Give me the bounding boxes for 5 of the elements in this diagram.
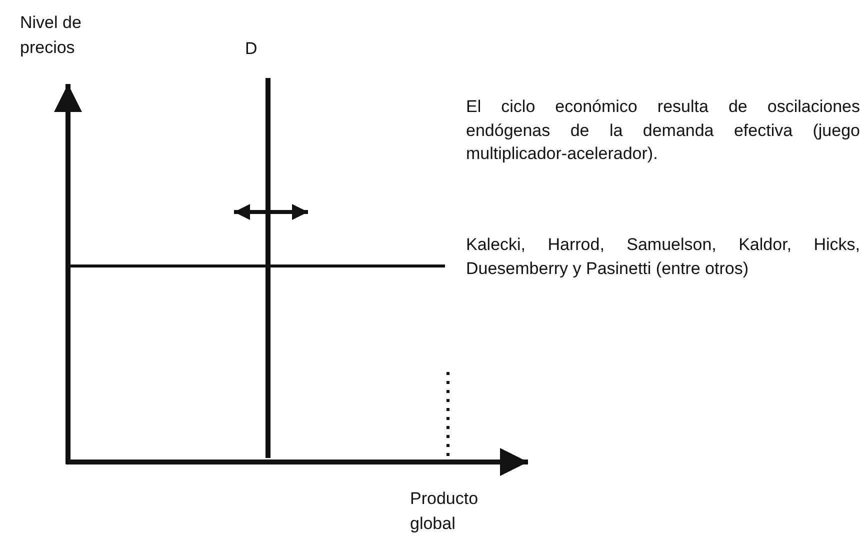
axis-label: Nivel de precios	[20, 12, 82, 59]
note-text: El ciclo económico resulta de oscilaciones endógenas de la demanda efectiva (juego multiplicador-acelerador).	[466, 96, 860, 165]
note-text: Kalecki, Harrod, Samuelson, Kaldor, Hicks, Duesemberry y Pasinetti (entre otros)	[466, 234, 860, 280]
curve-label: D	[245, 38, 258, 60]
axis-label: Producto global	[410, 488, 480, 535]
